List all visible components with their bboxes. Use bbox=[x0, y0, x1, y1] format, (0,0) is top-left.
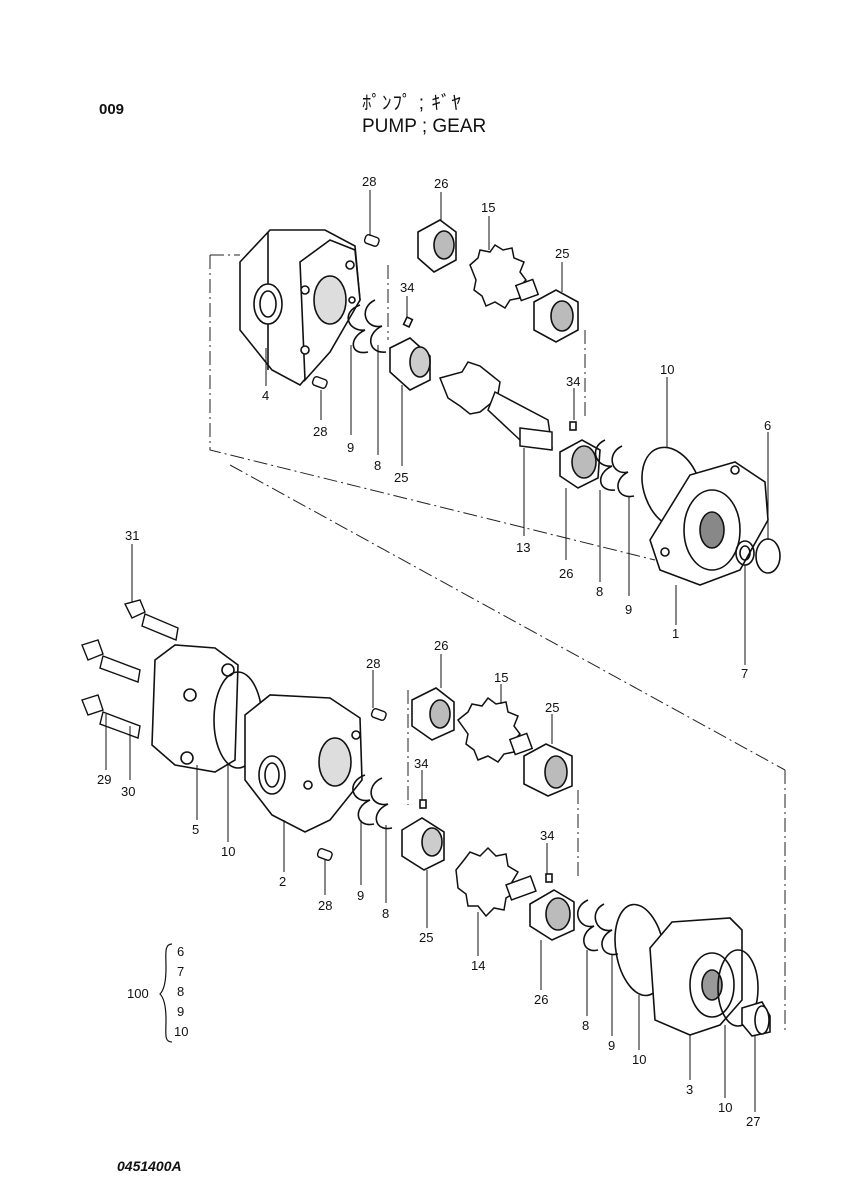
shaft-27 bbox=[741, 1001, 771, 1037]
callout-label: 26 bbox=[434, 176, 448, 191]
drive-shaft-13 bbox=[438, 361, 553, 451]
kit-member: 7 bbox=[177, 964, 184, 979]
rear-cover-5 bbox=[151, 644, 239, 773]
callout-label: 30 bbox=[121, 784, 135, 799]
callout-label: 15 bbox=[481, 200, 495, 215]
callout-label: 34 bbox=[414, 756, 428, 771]
driven-gear-15-upper bbox=[469, 243, 540, 310]
callout-label: 26 bbox=[559, 566, 573, 581]
bushing-26-lower-bottom bbox=[529, 873, 575, 941]
callout-label: 10 bbox=[660, 362, 674, 377]
callout-label: 10 bbox=[221, 844, 235, 859]
callout-label: 25 bbox=[555, 246, 569, 261]
callout-label: 3 bbox=[686, 1082, 693, 1097]
callout-label: 15 bbox=[494, 670, 508, 685]
dowel-pin-28-lower bbox=[316, 707, 387, 861]
kit-number: 100 bbox=[127, 986, 149, 1001]
callout-label: 6 bbox=[764, 418, 771, 433]
callouts-upper: 28 26 15 25 34 4 28 9 8 25 34 13 26 8 9 … bbox=[262, 174, 771, 681]
callout-label: 28 bbox=[362, 174, 376, 189]
callout-label: 10 bbox=[632, 1052, 646, 1067]
callout-label: 14 bbox=[471, 958, 485, 973]
callout-label: 25 bbox=[545, 700, 559, 715]
bushing-25-upper-right bbox=[533, 289, 579, 343]
o-ring-10-lower-front bbox=[717, 949, 759, 1027]
callout-label: 8 bbox=[596, 584, 603, 599]
kit-brace-group: 100 6 7 8 9 10 bbox=[127, 943, 188, 1043]
bushing-26-upper-top bbox=[417, 219, 457, 273]
callout-label: 25 bbox=[419, 930, 433, 945]
leader-lines bbox=[105, 190, 769, 1112]
callout-label: 5 bbox=[192, 822, 199, 837]
upper-alignment-lines bbox=[209, 254, 656, 561]
callout-label: 8 bbox=[582, 1018, 589, 1033]
callout-label: 10 bbox=[718, 1100, 732, 1115]
bushing-25-lower-left bbox=[401, 799, 445, 871]
kit-member: 6 bbox=[177, 944, 184, 959]
lower-alignment-lines bbox=[229, 464, 786, 1030]
pump-housing-2 bbox=[244, 694, 363, 833]
bushing-26-upper-bottom bbox=[559, 421, 601, 489]
callout-label: 13 bbox=[516, 540, 530, 555]
callout-label: 8 bbox=[374, 458, 381, 473]
pump-housing-4 bbox=[239, 229, 361, 387]
kit-member: 10 bbox=[174, 1024, 188, 1039]
dowel-pin-28-upper bbox=[311, 233, 380, 389]
callouts-lower: 31 26 15 25 28 34 29 30 5 10 2 28 9 8 25… bbox=[97, 528, 760, 1129]
callout-label: 1 bbox=[672, 626, 679, 641]
callout-label: 9 bbox=[347, 440, 354, 455]
page-title-japanese: ﾎﾟﾝﾌﾟ ; ｷﾞﾔ bbox=[362, 93, 462, 114]
callout-label: 29 bbox=[97, 772, 111, 787]
callout-label: 27 bbox=[746, 1114, 760, 1129]
callout-label: 31 bbox=[125, 528, 139, 543]
front-cover-1 bbox=[649, 461, 769, 586]
callout-label: 9 bbox=[625, 602, 632, 617]
bushing-25-lower-right bbox=[523, 743, 573, 797]
page-title: PUMP ; GEAR bbox=[362, 116, 487, 137]
callout-label: 9 bbox=[608, 1038, 615, 1053]
callout-label: 9 bbox=[357, 888, 364, 903]
callout-label: 2 bbox=[279, 874, 286, 889]
seal-rings-upper-left bbox=[347, 299, 387, 354]
callout-label: 34 bbox=[400, 280, 414, 295]
callout-label: 26 bbox=[534, 992, 548, 1007]
drive-gear-14 bbox=[455, 846, 537, 918]
seal-rings-lower-right bbox=[576, 899, 619, 956]
brace-icon bbox=[159, 943, 173, 1043]
seal-rings-lower-left bbox=[352, 774, 393, 830]
kit-member: 9 bbox=[177, 1004, 184, 1019]
callout-label: 34 bbox=[540, 828, 554, 843]
callout-label: 28 bbox=[318, 898, 332, 913]
drawing-code: 0451400A bbox=[117, 1158, 182, 1174]
callout-label: 7 bbox=[741, 666, 748, 681]
seal-rings-upper-right bbox=[594, 439, 635, 498]
callout-label: 34 bbox=[566, 374, 580, 389]
callout-label: 28 bbox=[313, 424, 327, 439]
kit-member: 8 bbox=[177, 984, 184, 999]
callout-label: 28 bbox=[366, 656, 380, 671]
bushing-26-lower-top bbox=[411, 687, 455, 741]
callout-label: 4 bbox=[262, 388, 269, 403]
front-housing-3 bbox=[649, 917, 743, 1036]
bushing-25-upper-left bbox=[389, 316, 431, 391]
callout-label: 26 bbox=[434, 638, 448, 653]
page-number: 009 bbox=[99, 101, 125, 118]
callout-label: 25 bbox=[394, 470, 408, 485]
callout-label: 8 bbox=[382, 906, 389, 921]
driven-gear-15-lower bbox=[456, 696, 534, 763]
